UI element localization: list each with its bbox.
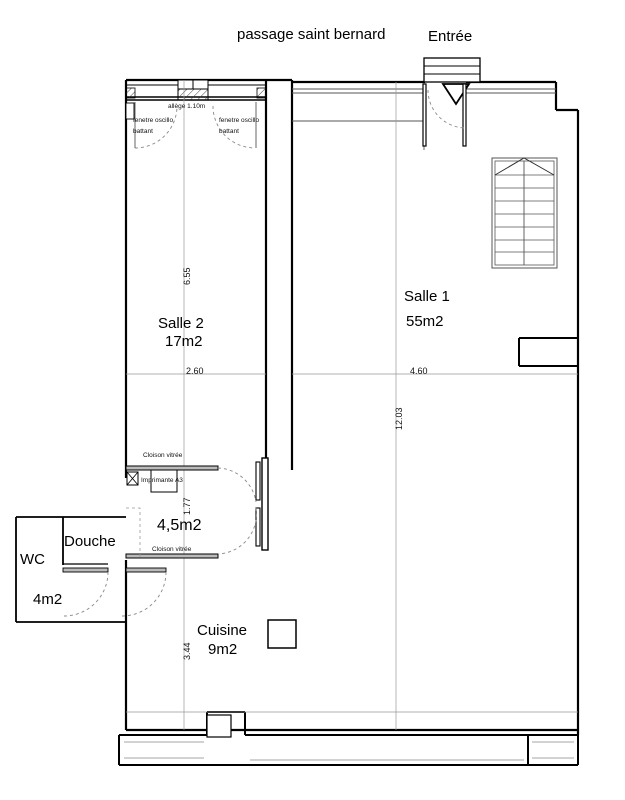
bottom-small-square [206,714,232,738]
bureau-dashed-outline [126,507,141,560]
glass-partition-bottom-note: Cloison vitrée [152,546,192,553]
staircase [491,157,558,269]
entrance-label: Entrée [428,28,473,45]
cuisine-appliance [267,619,297,649]
window-right-note-line2: battant [219,128,239,135]
dimension-cuisine-height: 3.44 [182,642,192,660]
window-band-salle2 [125,79,267,120]
douche-door-swing [121,571,167,617]
entry-door-leaf [422,83,467,147]
salle1-top-wall-lines [292,88,556,150]
room-label-douche-name: Douche [64,533,116,550]
dimension-bureau-height: 1.77 [182,497,192,515]
room-label-wc-area: 4m2 [33,591,63,608]
printer-symbol [126,471,139,486]
room-label-salle2-name: Salle 2 [158,315,204,332]
room-label-salle2-area: 17m2 [165,333,203,350]
glass-partition-top [125,465,219,471]
room-label-salle1-name: Salle 1 [404,288,450,305]
window-right-note-line1: fenetre oscillo [219,117,260,124]
dimension-salle1-height: 12.03 [394,407,404,430]
wc-douche-block [15,516,126,623]
right-wall-niche [518,337,578,367]
printer-box [150,469,178,493]
street-label: passage saint bernard [237,26,386,43]
outer-walls [124,78,580,735]
glass-partition-top-note: Cloison vitrée [143,452,183,459]
sill-height-note: allège 1.10m [168,103,206,110]
dimension-salle2-height: 6.55 [182,267,192,285]
douche-door [125,567,167,573]
room-label-bureau-area: 4,5m2 [157,517,202,534]
window-swing-jambs [134,102,257,148]
dimension-lines [126,80,578,730]
dimension-salle2-width: 2.60 [186,366,204,376]
room-label-cuisine-name: Cuisine [197,622,248,639]
room-label-cuisine-area: 9m2 [208,641,238,658]
room-label-wc-name: WC [20,551,45,568]
room-label-salle1-area: 55m2 [406,313,444,330]
wc-door-swing [63,571,109,617]
double-door-swings [217,467,257,555]
window-left-note-line2: battant [133,128,153,135]
window-swing-arcs [134,105,256,149]
entry-door-block [423,57,481,83]
bottom-wall-band [118,711,579,766]
window-left-note-line1: fenetre oscillo [133,117,174,124]
dimension-salle1-width: 4.60 [410,366,428,376]
wc-door [62,563,109,573]
double-door-leaves [255,457,269,551]
entry-door-swing [427,89,467,129]
glass-partition-bottom [125,553,219,559]
bottom-wall-thin-lines [124,741,574,761]
printer-note: Imprimante A3 [141,477,183,484]
